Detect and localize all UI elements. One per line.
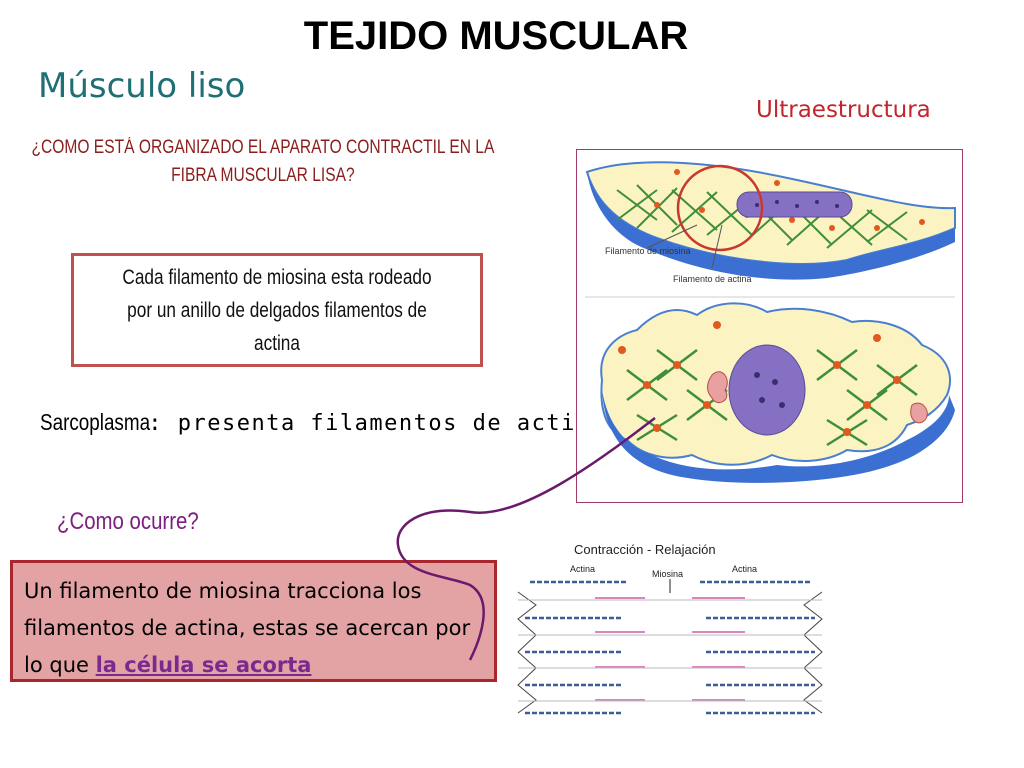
slide-subtitle: Músculo liso bbox=[38, 66, 246, 106]
myosin-ring-box: Cada filamento de miosina esta rodeado p… bbox=[71, 253, 483, 367]
slide-title: TEJIDO MUSCULAR bbox=[303, 14, 689, 58]
contraction-relaxation-figure: Contracción - Relajación Actina Miosina … bbox=[510, 535, 830, 720]
ultrastructure-illustration: Filamento de miosina Filamento de actina bbox=[585, 161, 956, 483]
sarcoplasm-label: Sarcoplasma bbox=[40, 409, 151, 435]
how-question: ¿Como ocurre? bbox=[57, 508, 224, 536]
contraction-illustration: Contracción - Relajación Actina Miosina … bbox=[517, 542, 823, 715]
label-myosin-filament: Filamento de miosina bbox=[605, 246, 691, 256]
cell-shortens-link[interactable]: la célula se acorta bbox=[95, 653, 312, 677]
myosin-ring-text: Cada filamento de miosina esta rodeado p… bbox=[122, 265, 432, 355]
how-question-text: ¿Como ocurre? bbox=[57, 508, 199, 535]
ultrastructure-figure: Filamento de miosina Filamento de actina bbox=[576, 149, 963, 503]
contraction-text: Un filamento de miosina tracciona los fi… bbox=[24, 579, 471, 677]
label-myosin: Miosina bbox=[652, 569, 683, 579]
label-actin-left: Actina bbox=[570, 564, 595, 574]
label-actin-filament: Filamento de actina bbox=[673, 274, 752, 284]
label-actin-right: Actina bbox=[732, 564, 757, 574]
contraction-explanation-box: Un filamento de miosina tracciona los fi… bbox=[10, 560, 497, 682]
ultrastructure-label: Ultraestructura bbox=[756, 97, 931, 123]
question-heading: ¿COMO ESTÁ ORGANIZADO EL APARATO CONTRAC… bbox=[31, 137, 495, 186]
contraction-figure-title: Contracción - Relajación bbox=[574, 542, 716, 557]
